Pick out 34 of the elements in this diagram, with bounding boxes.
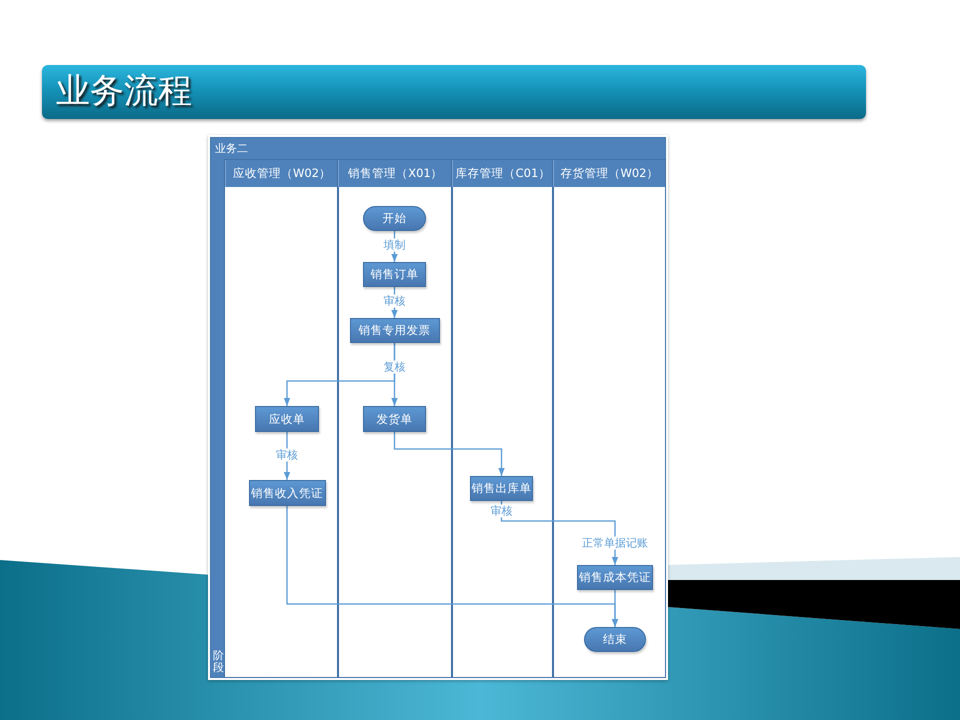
swimlane (338, 160, 452, 677)
edge-label: 审核 (490, 504, 514, 518)
lane-header: 库存管理（C01） (452, 160, 553, 187)
phase-label: 阶段 (213, 650, 224, 674)
slide-title: 业务流程 (42, 65, 866, 119)
lane-header: 销售管理（X01） (338, 160, 452, 187)
process-box: 销售出库单 (470, 476, 533, 501)
flow-arrow (394, 432, 505, 476)
lane-header: 存货管理（W02） (553, 160, 665, 187)
pool-header: 业务二 (211, 138, 665, 160)
process-box: 销售专用发票 (350, 318, 440, 343)
flow-arrow (391, 343, 398, 406)
edge-label: 审核 (382, 294, 406, 308)
flow-label: 正常单据记账 (581, 536, 649, 550)
flow-arrow (612, 590, 618, 627)
terminator: 结束 (584, 627, 646, 652)
swimlane (553, 160, 665, 677)
flow-arrow (284, 432, 290, 480)
process-box: 销售订单 (363, 262, 426, 287)
lane-header: 应收管理（W02） (225, 160, 338, 187)
process-box: 销售成本凭证 (577, 565, 653, 590)
edge-label: 审核 (275, 448, 299, 462)
process-box: 发货单 (363, 406, 426, 432)
flow-arrow (500, 501, 618, 565)
swimlane (452, 160, 553, 677)
edge-label: 填制 (382, 238, 406, 252)
phase-band (211, 160, 225, 677)
process-box: 销售收入凭证 (248, 480, 326, 506)
flow-arrow (391, 287, 398, 318)
terminator: 开始 (363, 206, 426, 231)
flow-arrow (391, 231, 398, 262)
edge-label: 复核 (382, 360, 406, 374)
process-box: 应收单 (255, 406, 319, 432)
swimlane (225, 160, 338, 677)
